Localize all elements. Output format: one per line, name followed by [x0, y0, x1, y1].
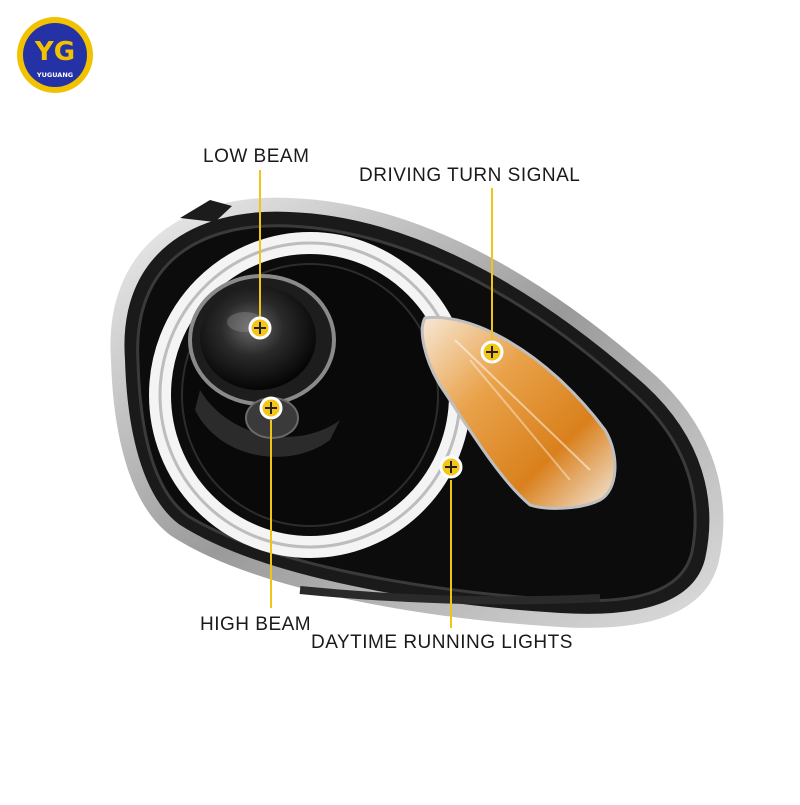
driving-turn-signal-label: DRIVING TURN SIGNAL	[359, 165, 581, 186]
turn-signal-lens	[420, 315, 617, 510]
drl-halo-ring	[149, 232, 471, 558]
marker-high-beam	[259, 396, 283, 420]
high-beam-label: HIGH BEAM	[200, 614, 312, 635]
marker-drl	[439, 455, 463, 479]
callout-markers	[248, 316, 504, 479]
marker-turn-signal	[480, 340, 504, 364]
logo-letters: YG	[34, 37, 75, 67]
logo-name: YUGUANG	[36, 71, 73, 79]
marker-low-beam	[248, 316, 272, 340]
brand-logo: YG YUGUANG	[17, 17, 93, 93]
daytime-running-lights-label: DAYTIME RUNNING LIGHTS	[311, 632, 573, 653]
mounting-tab	[180, 200, 232, 222]
callout-lines	[259, 170, 493, 628]
low-beam-label: LOW BEAM	[203, 146, 310, 167]
